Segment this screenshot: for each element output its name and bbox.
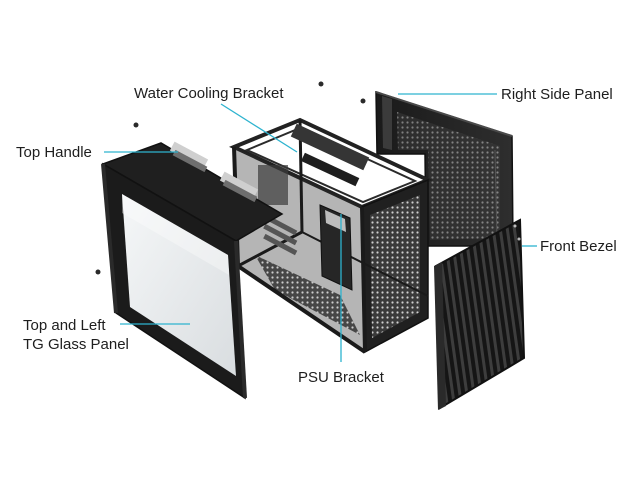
- top-left-glass-panel: [101, 141, 284, 400]
- label-right-side-panel: Right Side Panel: [501, 86, 613, 103]
- chassis-frame: [229, 117, 433, 354]
- label-glass-line-2: TG Glass Panel: [23, 336, 129, 353]
- screws: [95, 81, 366, 275]
- leader-lines: [104, 93, 537, 362]
- water-cooling-bracket: [290, 123, 370, 171]
- front-bezel-hole-1: [517, 237, 521, 241]
- psu-bracket: [319, 204, 353, 291]
- screw-4: [95, 269, 101, 275]
- label-glass-line-1: Top and Left: [23, 317, 106, 334]
- front-bezel-hole-2: [513, 224, 517, 228]
- leader-water-cooling: [220, 103, 298, 153]
- screw-2: [318, 81, 324, 87]
- label-top-handle: Top Handle: [16, 144, 92, 161]
- label-top-left-glass-panel: Top and Left TG Glass Panel: [23, 316, 129, 354]
- screw-1: [133, 122, 139, 128]
- label-front-bezel: Front Bezel: [540, 238, 617, 255]
- front-bezel: [434, 218, 526, 410]
- label-water-cooling-bracket: Water Cooling Bracket: [134, 85, 284, 102]
- screw-3: [360, 98, 366, 104]
- label-psu-bracket: PSU Bracket: [298, 369, 384, 386]
- top-handle: [169, 141, 259, 203]
- right-side-panel: [375, 90, 514, 247]
